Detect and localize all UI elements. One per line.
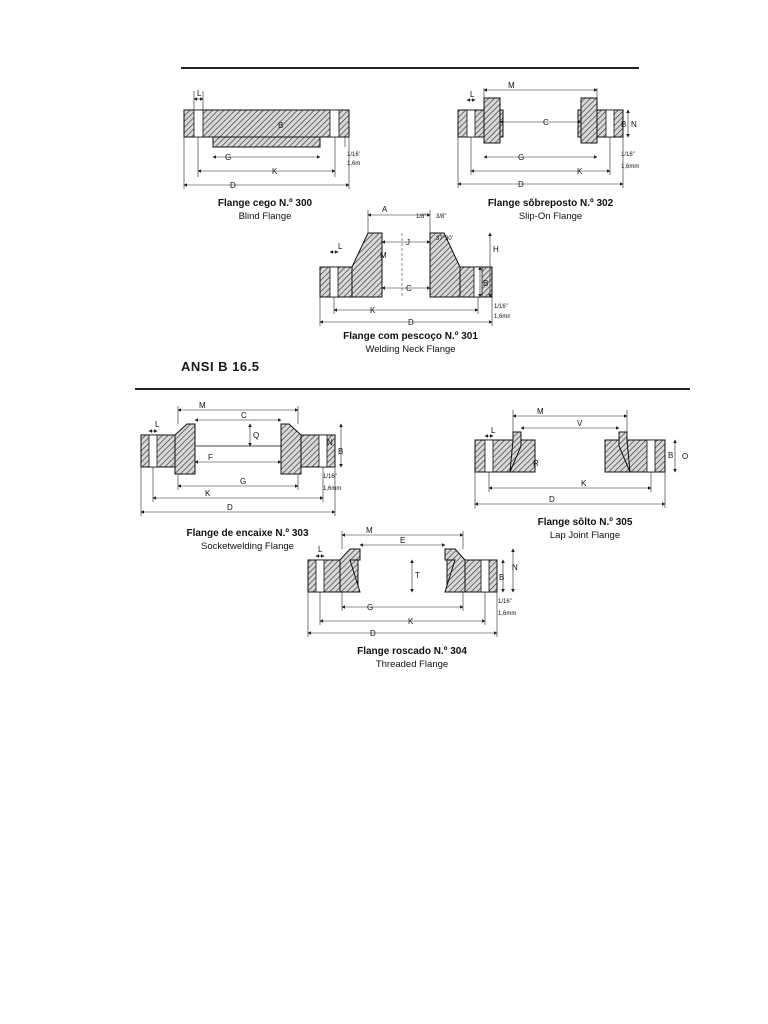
slip-on-dim-N: N <box>631 120 637 129</box>
socket-weld-dim-N: N <box>327 438 333 447</box>
threaded-raised-face: 1/16" <box>498 599 512 605</box>
slip-on-raised-face-mm: 1,6mm <box>621 164 639 170</box>
caption-pt: Flange de encaixe N.º 303 <box>186 528 309 539</box>
caption-en: Socketwelding Flange <box>201 541 294 552</box>
blind-dim-D: D <box>230 181 236 190</box>
welding-neck-dim-L: L <box>338 242 343 251</box>
lap-joint-flange-drawing: L M V R K D B <box>474 407 688 508</box>
welding-neck-raised-face-mm: 1,6mm <box>494 314 510 320</box>
threaded-dim-K: K <box>408 617 414 626</box>
lap-joint-dim-M: M <box>537 407 544 416</box>
section-rule <box>135 388 690 390</box>
welding-neck-dim-A: A <box>382 205 388 214</box>
socket-weld-dim-D: D <box>227 503 233 512</box>
socket-weld-dim-Q: Q <box>253 431 259 440</box>
slip-on-dim-L: L <box>470 90 475 99</box>
blind-dim-K: K <box>272 167 278 176</box>
blind-dim-L: L <box>197 89 202 98</box>
socket-weld-dim-F: F <box>208 453 213 462</box>
blind-dim-G: G <box>225 153 231 162</box>
lap-joint-dim-L: L <box>491 426 496 435</box>
caption-pt: Flange sôbreposto N.º 302 <box>487 198 614 209</box>
standard-label: ANSI B 16.5 <box>181 359 260 374</box>
slip-on-raised-face: 1/16" <box>621 152 635 158</box>
blind-flange-drawing: L B G K D 1/16" 1,6mm <box>183 89 360 190</box>
welding-neck-flange-drawing: A 1/8" 3/8" 37°30' J M C H B L K D 1/16"… <box>319 205 510 327</box>
slip-on-dim-B: B <box>621 120 626 129</box>
socket-weld-flange-drawing: L M C Q F G K D B N 1/16" 1,6mm <box>140 401 343 516</box>
welding-neck-dim-J: J <box>406 238 410 247</box>
socket-weld-dim-B: B <box>338 447 343 456</box>
top-rule <box>181 67 639 69</box>
socket-weld-dim-G: G <box>240 477 246 486</box>
socket-weld-raised-face-mm: 1,6mm <box>323 486 341 492</box>
caption-en: Blind Flange <box>238 211 292 222</box>
socket-weld-flange-caption: Flange de encaixe N.º 303 Socketwelding … <box>180 527 315 553</box>
slip-on-dim-K: K <box>577 167 583 176</box>
threaded-dim-T: T <box>415 571 420 580</box>
caption-pt: Flange cego N.º 300 <box>217 198 313 209</box>
threaded-dim-L: L <box>318 545 323 554</box>
welding-neck-bevel-small: 1/8" <box>416 214 426 220</box>
threaded-dim-G: G <box>367 603 373 612</box>
blind-raised-face-mm: 1,6mm <box>347 161 360 167</box>
blind-flange-caption: Flange cego N.º 300 Blind Flange <box>200 197 330 223</box>
threaded-flange-drawing: L M E T G K D B N 1/16" 1,6mm <box>307 526 518 638</box>
caption-en: Welding Neck Flange <box>365 344 456 355</box>
socket-weld-raised-face: 1/16" <box>323 474 337 480</box>
threaded-dim-M: M <box>366 526 373 535</box>
caption-en: Slip-On Flange <box>518 211 583 222</box>
welding-neck-dim-C: C <box>406 284 412 293</box>
slip-on-flange-drawing: L M C G K D B N 1/16" 1,6mm <box>457 81 639 189</box>
caption-pt: Flange roscado N.º 304 <box>357 646 467 657</box>
threaded-raised-face-mm: 1,6mm <box>498 611 516 617</box>
welding-neck-dim-B: B <box>483 279 488 288</box>
slip-on-flange-caption: Flange sôbreposto N.º 302 Slip-On Flange <box>478 197 623 223</box>
socket-weld-dim-M: M <box>199 401 206 410</box>
slip-on-dim-C: C <box>543 118 549 127</box>
threaded-dim-N: N <box>512 563 518 572</box>
welding-neck-dim-M: M <box>380 251 387 260</box>
caption-en: Threaded Flange <box>375 659 449 670</box>
welding-neck-bevel-big: 3/8" <box>436 214 446 220</box>
welding-neck-dim-H: H <box>493 245 499 254</box>
blind-dim-B: B <box>278 121 283 130</box>
welding-neck-bevel-angle: 37°30' <box>436 236 453 242</box>
caption-en: Lap Joint Flange <box>549 530 621 541</box>
threaded-dim-D: D <box>370 629 376 638</box>
socket-weld-dim-L: L <box>155 420 160 429</box>
lap-joint-flange-caption: Flange sôlto N.º 305 Lap Joint Flange <box>520 516 650 542</box>
slip-on-dim-G: G <box>518 153 524 162</box>
threaded-dim-B: B <box>499 573 504 582</box>
lap-joint-dim-K: K <box>581 479 587 488</box>
welding-neck-dim-D: D <box>408 318 414 327</box>
lap-joint-dim-R: R <box>533 459 539 468</box>
caption-pt: Flange com pescoço N.º 301 <box>343 331 478 342</box>
slip-on-dim-M: M <box>508 81 515 90</box>
slip-on-dim-D: D <box>518 180 524 189</box>
caption-pt: Flange sôlto N.º 305 <box>537 517 633 528</box>
threaded-flange-caption: Flange roscado N.º 304 Threaded Flange <box>342 645 482 671</box>
socket-weld-dim-K: K <box>205 489 211 498</box>
lap-joint-dim-B: B <box>668 451 673 460</box>
lap-joint-dim-D: D <box>549 495 555 504</box>
blind-raised-face: 1/16" <box>347 152 360 158</box>
welding-neck-flange-caption: Flange com pescoço N.º 301 Welding Neck … <box>338 330 483 356</box>
socket-weld-dim-C: C <box>241 411 247 420</box>
welding-neck-dim-K: K <box>370 306 376 315</box>
lap-joint-dim-V: V <box>577 419 583 428</box>
threaded-dim-E: E <box>400 536 405 545</box>
welding-neck-raised-face: 1/16" <box>494 304 508 310</box>
